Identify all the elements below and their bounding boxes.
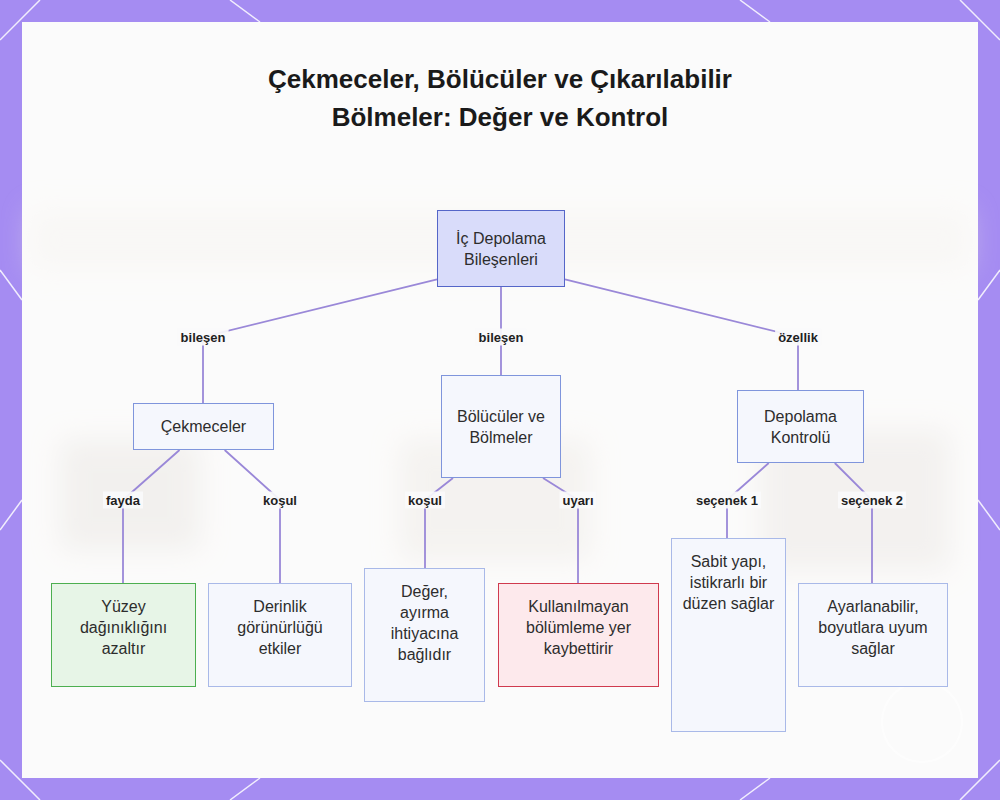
concept-box: Yüzey dağınıklığını azaltır: [51, 583, 196, 687]
connector-line: [565, 279, 798, 390]
box-text: Ayarlanabilir, boyutlara uyum sağlar: [809, 596, 937, 659]
connector-line: [203, 279, 437, 403]
box-text: Depolama Kontrolü: [748, 406, 853, 448]
concept-box: Kullanılmayan bölümleme yer kaybettirir: [498, 583, 659, 687]
edge-label: uyarı: [559, 492, 596, 509]
concept-box: Depolama Kontrolü: [737, 390, 864, 463]
connector-line: [225, 450, 280, 583]
edge-label: koşul: [405, 492, 445, 509]
concept-box: Bölücüler ve Bölmeler: [441, 375, 561, 478]
edge-label: seçenek 1: [693, 492, 761, 509]
root-box: İç Depolama Bileşenleri: [437, 210, 565, 287]
edge-label: bileşen: [178, 329, 229, 346]
concept-box: Sabit yapı, istikrarlı bir düzen sağlar: [671, 538, 786, 732]
connector-line: [835, 463, 872, 583]
concept-box: Değer, ayırma ihtiyacına bağlıdır: [364, 568, 485, 702]
edge-label: fayda: [103, 492, 143, 509]
diagram-title: Çekmeceler, Bölücüler ve Çıkarılabilir B…: [260, 60, 740, 136]
connector-line: [123, 450, 180, 583]
concept-box: Derinlik görünürlüğü etkiler: [208, 583, 352, 687]
edge-label: koşul: [260, 492, 300, 509]
box-text: Yüzey dağınıklığını azaltır: [62, 596, 185, 659]
edge-label: özellik: [775, 329, 821, 346]
box-text: Kullanılmayan bölümleme yer kaybettirir: [509, 596, 648, 659]
box-text: İç Depolama Bileşenleri: [448, 228, 554, 270]
concept-box: Ayarlanabilir, boyutlara uyum sağlar: [798, 583, 948, 687]
box-text: Bölücüler ve Bölmeler: [452, 406, 550, 448]
concept-box: Çekmeceler: [133, 403, 274, 450]
box-text: Derinlik görünürlüğü etkiler: [219, 596, 341, 659]
edge-label: bileşen: [476, 329, 527, 346]
box-text: Çekmeceler: [161, 416, 246, 437]
box-text: Sabit yapı, istikrarlı bir düzen sağlar: [682, 551, 775, 614]
box-text: Değer, ayırma ihtiyacına bağlıdır: [375, 581, 474, 665]
edge-label: seçenek 2: [838, 492, 906, 509]
